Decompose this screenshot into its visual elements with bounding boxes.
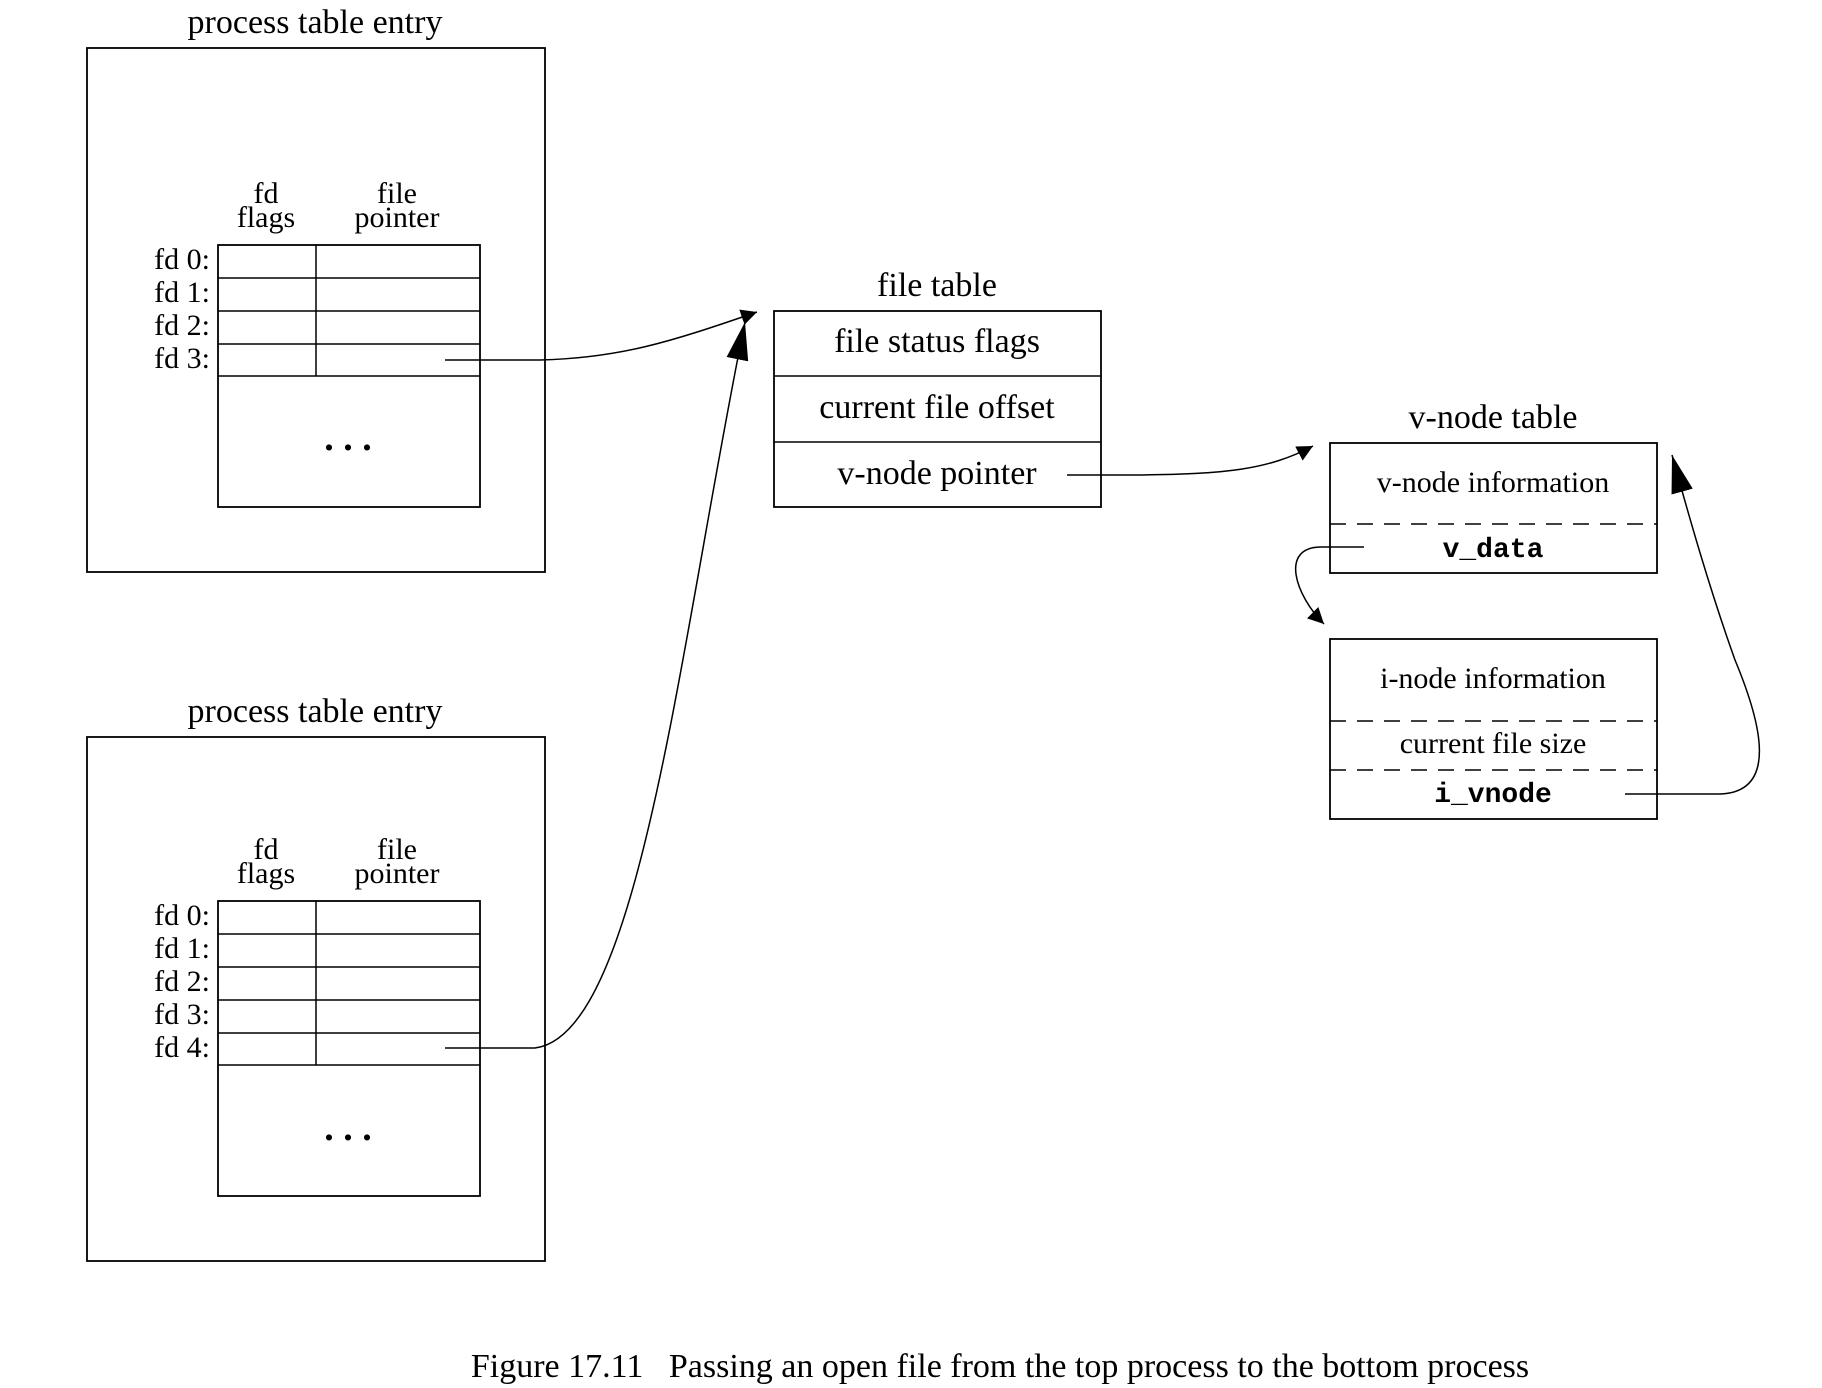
- file-pointer-header-top: file: [377, 833, 417, 866]
- fd-row-label: fd 2:: [154, 309, 210, 342]
- fd-table: [217, 244, 481, 508]
- ellipsis: . . .: [324, 1107, 372, 1149]
- vnode-table-title: v-node table: [1409, 399, 1578, 436]
- fd-row-label: fd 0:: [154, 243, 210, 276]
- process-table-entry-bottom: process table entry fd flags file pointe…: [86, 693, 546, 1262]
- process-entry-title: process table entry: [188, 693, 443, 730]
- fd-table: [217, 900, 481, 1197]
- file-table: file table file status flags current fil…: [773, 267, 1102, 508]
- file-status-flags: file status flags: [834, 323, 1040, 360]
- fd-row-label: fd 0:: [154, 899, 210, 932]
- caption-spacer: [643, 1348, 669, 1385]
- fd-row-label: fd 1:: [154, 932, 210, 965]
- arrow-v-data-to-inode: [1294, 546, 1364, 625]
- inode-information: i-node information: [1380, 662, 1606, 695]
- fd-row-label: fd 3:: [154, 342, 210, 375]
- vnode-pointer: v-node pointer: [837, 455, 1037, 492]
- figure-label: Figure 17.11: [471, 1348, 644, 1385]
- file-pointer-header-bottom: pointer: [355, 201, 440, 234]
- current-file-offset: current file offset: [819, 389, 1055, 426]
- fd-flags-header-bottom: flags: [237, 201, 295, 234]
- fd-row-label: fd 1:: [154, 276, 210, 309]
- fd-row-label: fd 2:: [154, 965, 210, 998]
- arrow-vnode-pointer-to-vnode-table: [1067, 445, 1314, 476]
- file-pointer-header-bottom: pointer: [355, 857, 440, 890]
- i-vnode-field: i_vnode: [1434, 780, 1552, 811]
- fd-flags-header-top: fd: [254, 177, 279, 210]
- file-table-title: file table: [877, 267, 997, 304]
- fd-row-label: fd 4:: [154, 1031, 210, 1064]
- arrow-i-vnode-to-vnode-table: [1625, 454, 1761, 795]
- process-table-entry-top: process table entry fd flags file pointe…: [86, 4, 546, 573]
- arrow-bottom-fd4-to-file-table: [445, 321, 749, 1049]
- ellipsis: . . .: [324, 417, 372, 459]
- process-entry-frame: [86, 47, 546, 573]
- arrow-top-fd3-to-file-table: [445, 309, 758, 361]
- file-table-frame: [773, 310, 1102, 508]
- figure-caption: Figure 17.11 Passing an open file from t…: [471, 1348, 1529, 1385]
- v-data-field: v_data: [1443, 535, 1544, 566]
- current-file-size: current file size: [1400, 727, 1587, 760]
- file-pointer-header-top: file: [377, 177, 417, 210]
- vnode-table: v-node table v-node information v_data i…: [1329, 399, 1658, 820]
- process-entry-title: process table entry: [188, 4, 443, 41]
- vnode-box: [1329, 442, 1658, 574]
- inode-box: [1329, 638, 1658, 820]
- vnode-information: v-node information: [1377, 466, 1609, 499]
- fd-flags-header-top: fd: [254, 833, 279, 866]
- process-entry-frame: [86, 736, 546, 1262]
- fd-flags-header-bottom: flags: [237, 857, 295, 890]
- figure-caption-text: Passing an open file from the top proces…: [669, 1348, 1529, 1385]
- fd-row-label: fd 3:: [154, 998, 210, 1031]
